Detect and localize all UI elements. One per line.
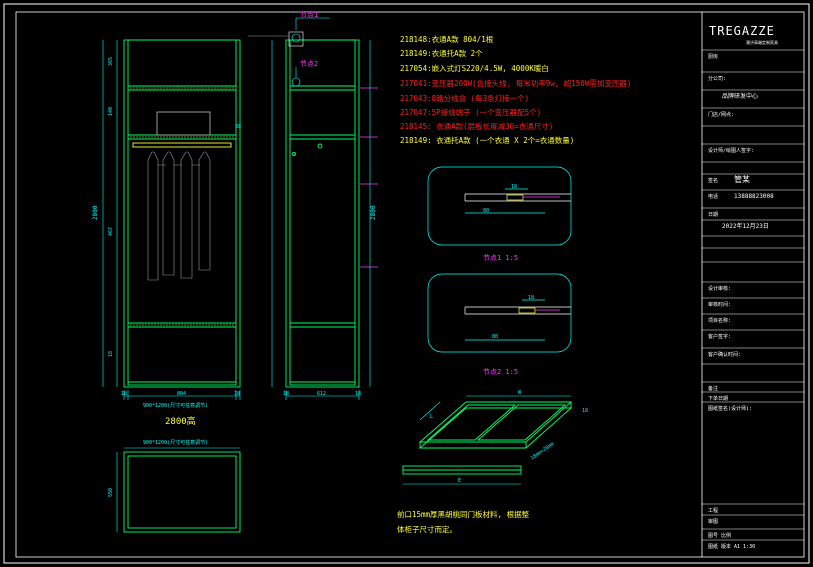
title-block-label: 电话: [708, 193, 718, 200]
side-dim-b3: 18: [355, 391, 361, 397]
material-notes: 218148:衣通A款 804/1根 218149:衣通托A款 2个 21705…: [400, 34, 631, 145]
iso-dim-d: 18: [582, 408, 588, 414]
isometric-tray: [402, 401, 573, 475]
title-block-label: 日期: [708, 212, 718, 218]
detail1-dim-b: 80: [483, 208, 489, 214]
title-block-label: 门店/网点:: [708, 111, 734, 118]
note-2: 218149:衣通托A款 2个: [400, 48, 483, 58]
title-block-value: 品牌研发中心: [722, 92, 758, 100]
title-block-label: 图纸签名(设计师):: [708, 405, 752, 412]
title-block-label: 厨房: [708, 53, 718, 60]
title-block-label: 客户确认时间:: [708, 351, 741, 358]
plan-caption: 900*1200(尺寸可任意调节): [143, 439, 208, 446]
plan-view: [123, 451, 241, 533]
front-dim-1: 365: [108, 57, 114, 66]
note-3: 217054:嵌入式灯S220/4.5W, 4000K暖白: [400, 63, 549, 73]
iso-dim-w: W: [518, 390, 522, 396]
drawer-box: [156, 111, 211, 136]
side-dim-b1: 18: [283, 391, 289, 397]
brand-logo: TREGAZZE: [709, 24, 775, 38]
side-dim-b2: 612: [317, 391, 326, 397]
brand-logo-sub: 潮汐高端定制家具: [746, 39, 778, 45]
title-block-label: 审核时间:: [708, 301, 731, 308]
detail1-dim-a: 18: [511, 184, 517, 190]
front-dim-b3: 18: [234, 391, 240, 397]
title-block-value: 2022年12月23日: [722, 222, 769, 230]
front-dim-2: 140: [108, 107, 114, 116]
detail-2: [427, 273, 572, 353]
front-overall-height: 2800: [92, 205, 99, 220]
note-8: 218149: 衣通托A款 (一个衣通 X 2个=衣通数量): [400, 135, 574, 145]
iso-dim-e: E: [458, 478, 461, 484]
front-dim-top: 38: [235, 124, 241, 130]
side-section-marks: [360, 87, 378, 268]
front-elevation: [123, 39, 241, 388]
title-block: [701, 12, 804, 557]
iso-dim-l: L: [430, 414, 433, 420]
title-block-label: 设计审核:: [708, 285, 731, 292]
note-4: 217041:变压器200W(含接头线, 每米功率9w, 超150W需加变压器): [400, 78, 631, 88]
lighting-strip: [130, 87, 234, 326]
title-block-label: 下单日期: [708, 395, 728, 402]
height-label: 2800高: [165, 415, 196, 427]
title-block-label: 分公司:: [708, 75, 726, 82]
title-block-footer: 审图: [708, 518, 718, 525]
hanging-rail: [132, 142, 232, 148]
detail1-title: 节点1 1:5: [483, 254, 518, 262]
bottom-note-1: 前口15mm厚黑胡桃同门板材料, 根据整: [397, 509, 530, 519]
title-block-label: 项目名称:: [708, 317, 731, 324]
front-dimension-lines: [102, 40, 241, 449]
hanging-clothes: [147, 151, 211, 281]
front-dim-b1: 18: [121, 391, 127, 397]
title-block-footer: 工程: [708, 507, 718, 514]
front-dim-4: 18: [108, 351, 114, 357]
title-block-value: 13888823008: [734, 193, 774, 200]
front-caption: 900*1200(尺寸可任意调节): [143, 402, 208, 409]
iso-note: 18mm+28mm: [530, 441, 556, 461]
bottom-note-2: 体柜子尺寸而定。: [397, 524, 457, 534]
plan-depth: 550: [108, 488, 114, 497]
detail2-title: 节点2 1:5: [483, 368, 518, 376]
drawing-border: [3, 3, 810, 564]
detail-1: [427, 166, 572, 246]
title-block-label: 备注: [708, 385, 718, 392]
note-6: 217047:5P接线端子 (一个变压器配5个): [400, 107, 541, 117]
title-block-footer: 图纸 版本 A1 1:30: [708, 543, 755, 550]
detail2-dim-b: 80: [492, 334, 498, 340]
node2-label: 节点2: [300, 60, 318, 68]
front-dim-3: 467: [108, 227, 114, 236]
detail2-dim-a: 18: [528, 295, 534, 301]
node-callouts: [248, 17, 330, 87]
title-block-label: 设计师/绘图人签字:: [708, 147, 754, 154]
title-block-label: 客户签字:: [708, 333, 731, 340]
title-block-value: 管某: [734, 174, 750, 184]
note-1: 218148:衣通A款 804/1根: [400, 34, 494, 44]
side-elevation: [285, 39, 360, 388]
front-dim-b2: 804: [177, 391, 186, 397]
drawing-inner-border: [15, 11, 805, 558]
side-overall-height: 2800: [370, 205, 377, 220]
note-7: 218145: 衣通A款(层板长度减30=衣通尺寸): [400, 121, 553, 131]
cabinet-outline: [123, 39, 241, 388]
node1-label: 节点1: [300, 11, 318, 19]
note-5: 217043:8路分线盒 (每3条灯接一个): [400, 93, 529, 103]
title-block-label: 签名: [708, 177, 718, 184]
title-block-footer: 图号 比例: [708, 532, 731, 539]
